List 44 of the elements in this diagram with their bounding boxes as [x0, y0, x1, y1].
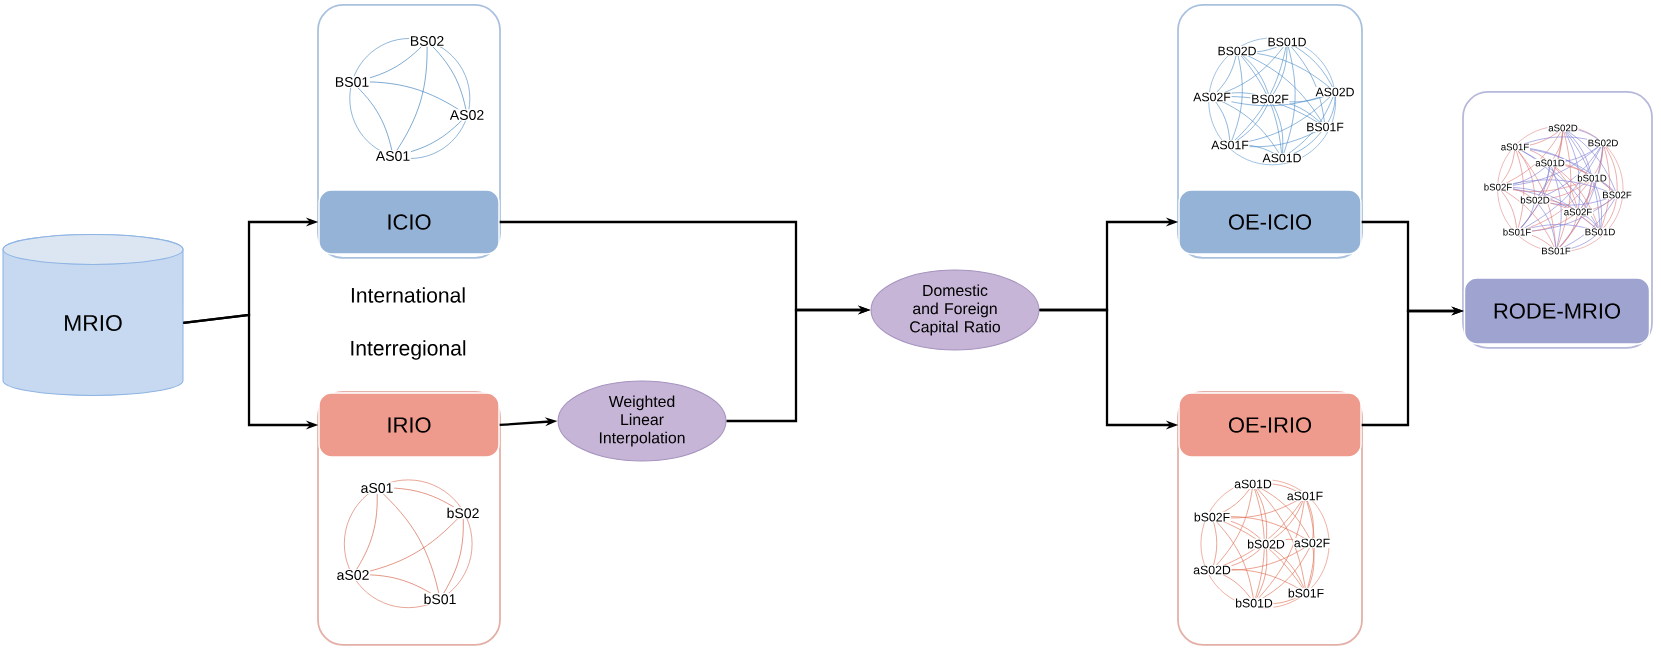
category-label: International [351, 287, 465, 303]
network-node-label: BS02D [1216, 45, 1258, 57]
network-node-label: bS01D [1234, 597, 1274, 609]
network-node-label: bS01F [1287, 587, 1325, 599]
network-node-label: aS01 [359, 482, 395, 494]
network-node-label: aS02F [1563, 207, 1593, 217]
network-node-label: bS01 [422, 593, 458, 605]
category-label: Interregional [351, 340, 466, 360]
network-node-label: BS01D [1266, 36, 1308, 48]
network-node-label: aS01F [1500, 142, 1530, 152]
network-node-label: AS02 [449, 109, 485, 121]
network-node-label: aS01D [1233, 478, 1273, 490]
network-node-label: bS02D [1246, 538, 1286, 550]
network-node-label: BS02F [1250, 93, 1290, 105]
network-node-label: aS02D [1192, 564, 1232, 576]
network-node-label: BS02 [409, 35, 445, 47]
network-node-label: AS02F [1192, 91, 1232, 103]
process-box: OE-IRIO [1178, 392, 1362, 458]
network-node-label: AS01 [375, 150, 411, 162]
network-node-label: BS01 [334, 76, 370, 88]
network-node-label: bS02D [1519, 195, 1551, 205]
network-node-label: aS01D [1534, 158, 1566, 168]
process-box: IRIO [318, 392, 500, 458]
network-node-label: bS01F [1502, 227, 1532, 237]
network-node-label: BS02D [1587, 138, 1619, 148]
network-node-label: AS01F [1210, 139, 1250, 151]
process-box: OE-ICIO [1178, 189, 1362, 255]
process-box: RODE-MRIO [1463, 277, 1651, 345]
network-node-label: AS01D [1261, 152, 1303, 164]
network-node-label: bS02F [1193, 511, 1231, 523]
process-box: ICIO [318, 189, 500, 255]
database-cylinder: MRIO [2, 233, 184, 396]
network-node-label: aS02F [1293, 537, 1331, 549]
network-node-label: bS02 [445, 507, 481, 519]
network-node-label: BS01F [1305, 121, 1345, 133]
network-node-label: AS02D [1314, 86, 1356, 98]
network-node-label: bS01D [1576, 173, 1608, 183]
network-node-label: BS01D [1584, 227, 1616, 237]
network-node-label: aS02 [335, 569, 371, 581]
network-node-label: BS02F [1601, 190, 1633, 200]
network-node-label: bS02F [1483, 182, 1513, 192]
network-node-label: BS01F [1540, 246, 1572, 256]
network-node-label: aS02D [1547, 123, 1579, 133]
network-node-label: aS01F [1286, 490, 1324, 502]
